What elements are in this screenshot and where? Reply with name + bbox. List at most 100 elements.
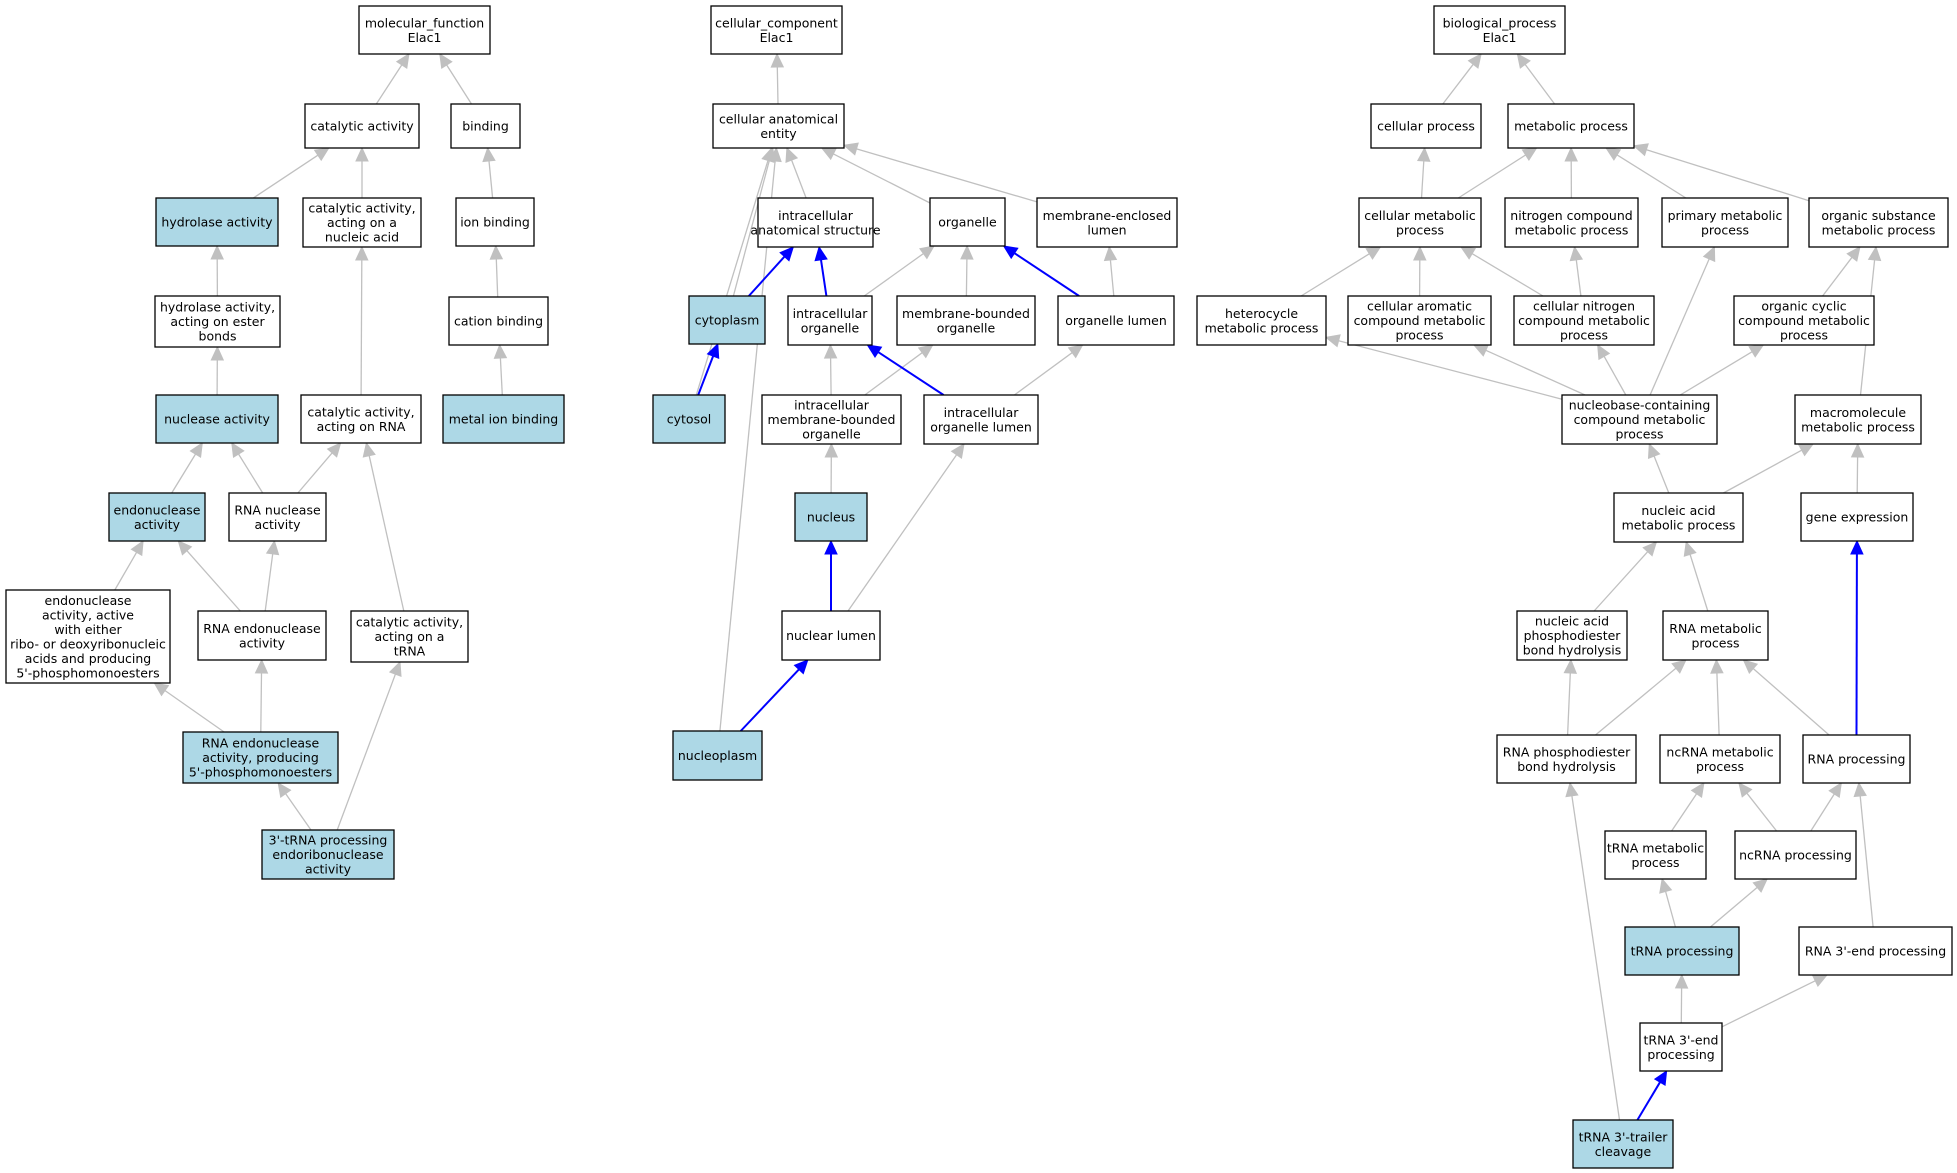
edge-line <box>847 454 958 612</box>
edge-nbcmp-to-hmp <box>1324 334 1563 400</box>
term-label-line: tRNA processing <box>1631 944 1734 959</box>
term-node-nl[interactable]: nuclear lumen <box>781 610 881 661</box>
edge-catalytic-to-mf_root <box>375 52 410 105</box>
term-node-ge[interactable]: gene expression <box>1800 492 1914 542</box>
term-node-cat_rna[interactable]: catalytic activity,acting on RNA <box>300 394 422 444</box>
term-box <box>5 589 171 684</box>
term-node-ncrnaproc[interactable]: ncRNA processing <box>1734 830 1857 880</box>
arrowhead-icon <box>1103 245 1118 262</box>
term-label-line: organelle lumen <box>930 419 1032 434</box>
term-node-mp[interactable]: metabolic process <box>1507 103 1635 149</box>
edge-line <box>1485 349 1586 396</box>
term-box <box>1798 926 1953 976</box>
term-label-line: intracellular <box>793 306 869 321</box>
term-node-rna3end[interactable]: RNA 3'-end processing <box>1798 926 1953 976</box>
term-node-metal_ion[interactable]: metal ion binding <box>442 394 565 444</box>
arrowhead-icon <box>950 443 965 459</box>
term-label-line: nucleic acid <box>325 230 399 245</box>
edge-rna_endo_5p-to-rna_endo <box>254 658 269 733</box>
term-node-hydrolase[interactable]: hydrolase activity <box>155 197 279 247</box>
term-node-rnaproc[interactable]: RNA processing <box>1802 734 1911 784</box>
term-node-organelle[interactable]: organelle <box>929 197 1006 247</box>
term-box <box>450 103 521 149</box>
arrowhead-icon <box>1605 147 1622 161</box>
term-label-line: with either <box>54 622 122 637</box>
term-node-cp[interactable]: cellular process <box>1370 103 1482 149</box>
edge-cytoplasm-to-ias <box>748 246 795 297</box>
edge-iol-to-io <box>866 344 945 396</box>
term-node-ol[interactable]: organelle lumen <box>1057 295 1175 346</box>
term-label-line: catalytic activity, <box>307 404 414 419</box>
term-label-line: process <box>1696 759 1744 774</box>
term-box <box>672 730 763 781</box>
edge-rnapbh-to-napbh <box>1563 658 1578 736</box>
edge-line <box>719 160 776 732</box>
edge-line <box>297 452 333 494</box>
term-node-ion_binding[interactable]: ion binding <box>455 197 535 247</box>
term-node-trna3_endo[interactable]: 3'-tRNA processingendoribonucleaseactivi… <box>261 829 395 880</box>
term-label-line: ncRNA processing <box>1739 848 1852 863</box>
term-node-nucleus[interactable]: nucleus <box>794 492 868 542</box>
term-node-np[interactable]: nucleoplasm <box>672 730 763 781</box>
term-label-line: cellular process <box>1377 119 1475 134</box>
arrowhead-icon <box>1797 443 1815 457</box>
arrowhead-icon <box>1467 53 1482 69</box>
term-label-line: ion binding <box>460 215 530 230</box>
term-node-catalytic[interactable]: catalytic activity <box>304 103 420 149</box>
edge-line <box>1671 793 1698 832</box>
arrowhead-icon <box>1659 877 1673 894</box>
edge-trna3_endo-to-cat_trna <box>336 660 402 831</box>
term-node-cation_binding[interactable]: cation binding <box>448 296 549 346</box>
term-label-line: compound metabolic <box>1518 313 1650 328</box>
arrowhead-icon <box>493 343 508 359</box>
term-node-cytosol[interactable]: cytosol <box>652 394 726 444</box>
term-node-cytoplasm[interactable]: cytoplasm <box>688 295 766 345</box>
term-label-line: nitrogen compound <box>1510 208 1632 223</box>
term-label-line: intracellular <box>778 208 854 223</box>
term-box <box>350 610 469 663</box>
term-node-nuclease[interactable]: nuclease activity <box>155 394 279 444</box>
term-label-line: RNA endonuclease <box>202 736 320 751</box>
term-box <box>442 394 565 444</box>
term-node-binding[interactable]: binding <box>450 103 521 149</box>
term-node-trnaproc[interactable]: tRNA processing <box>1624 926 1740 976</box>
edge-trna3trailer-to-rnapbh <box>1565 781 1621 1121</box>
